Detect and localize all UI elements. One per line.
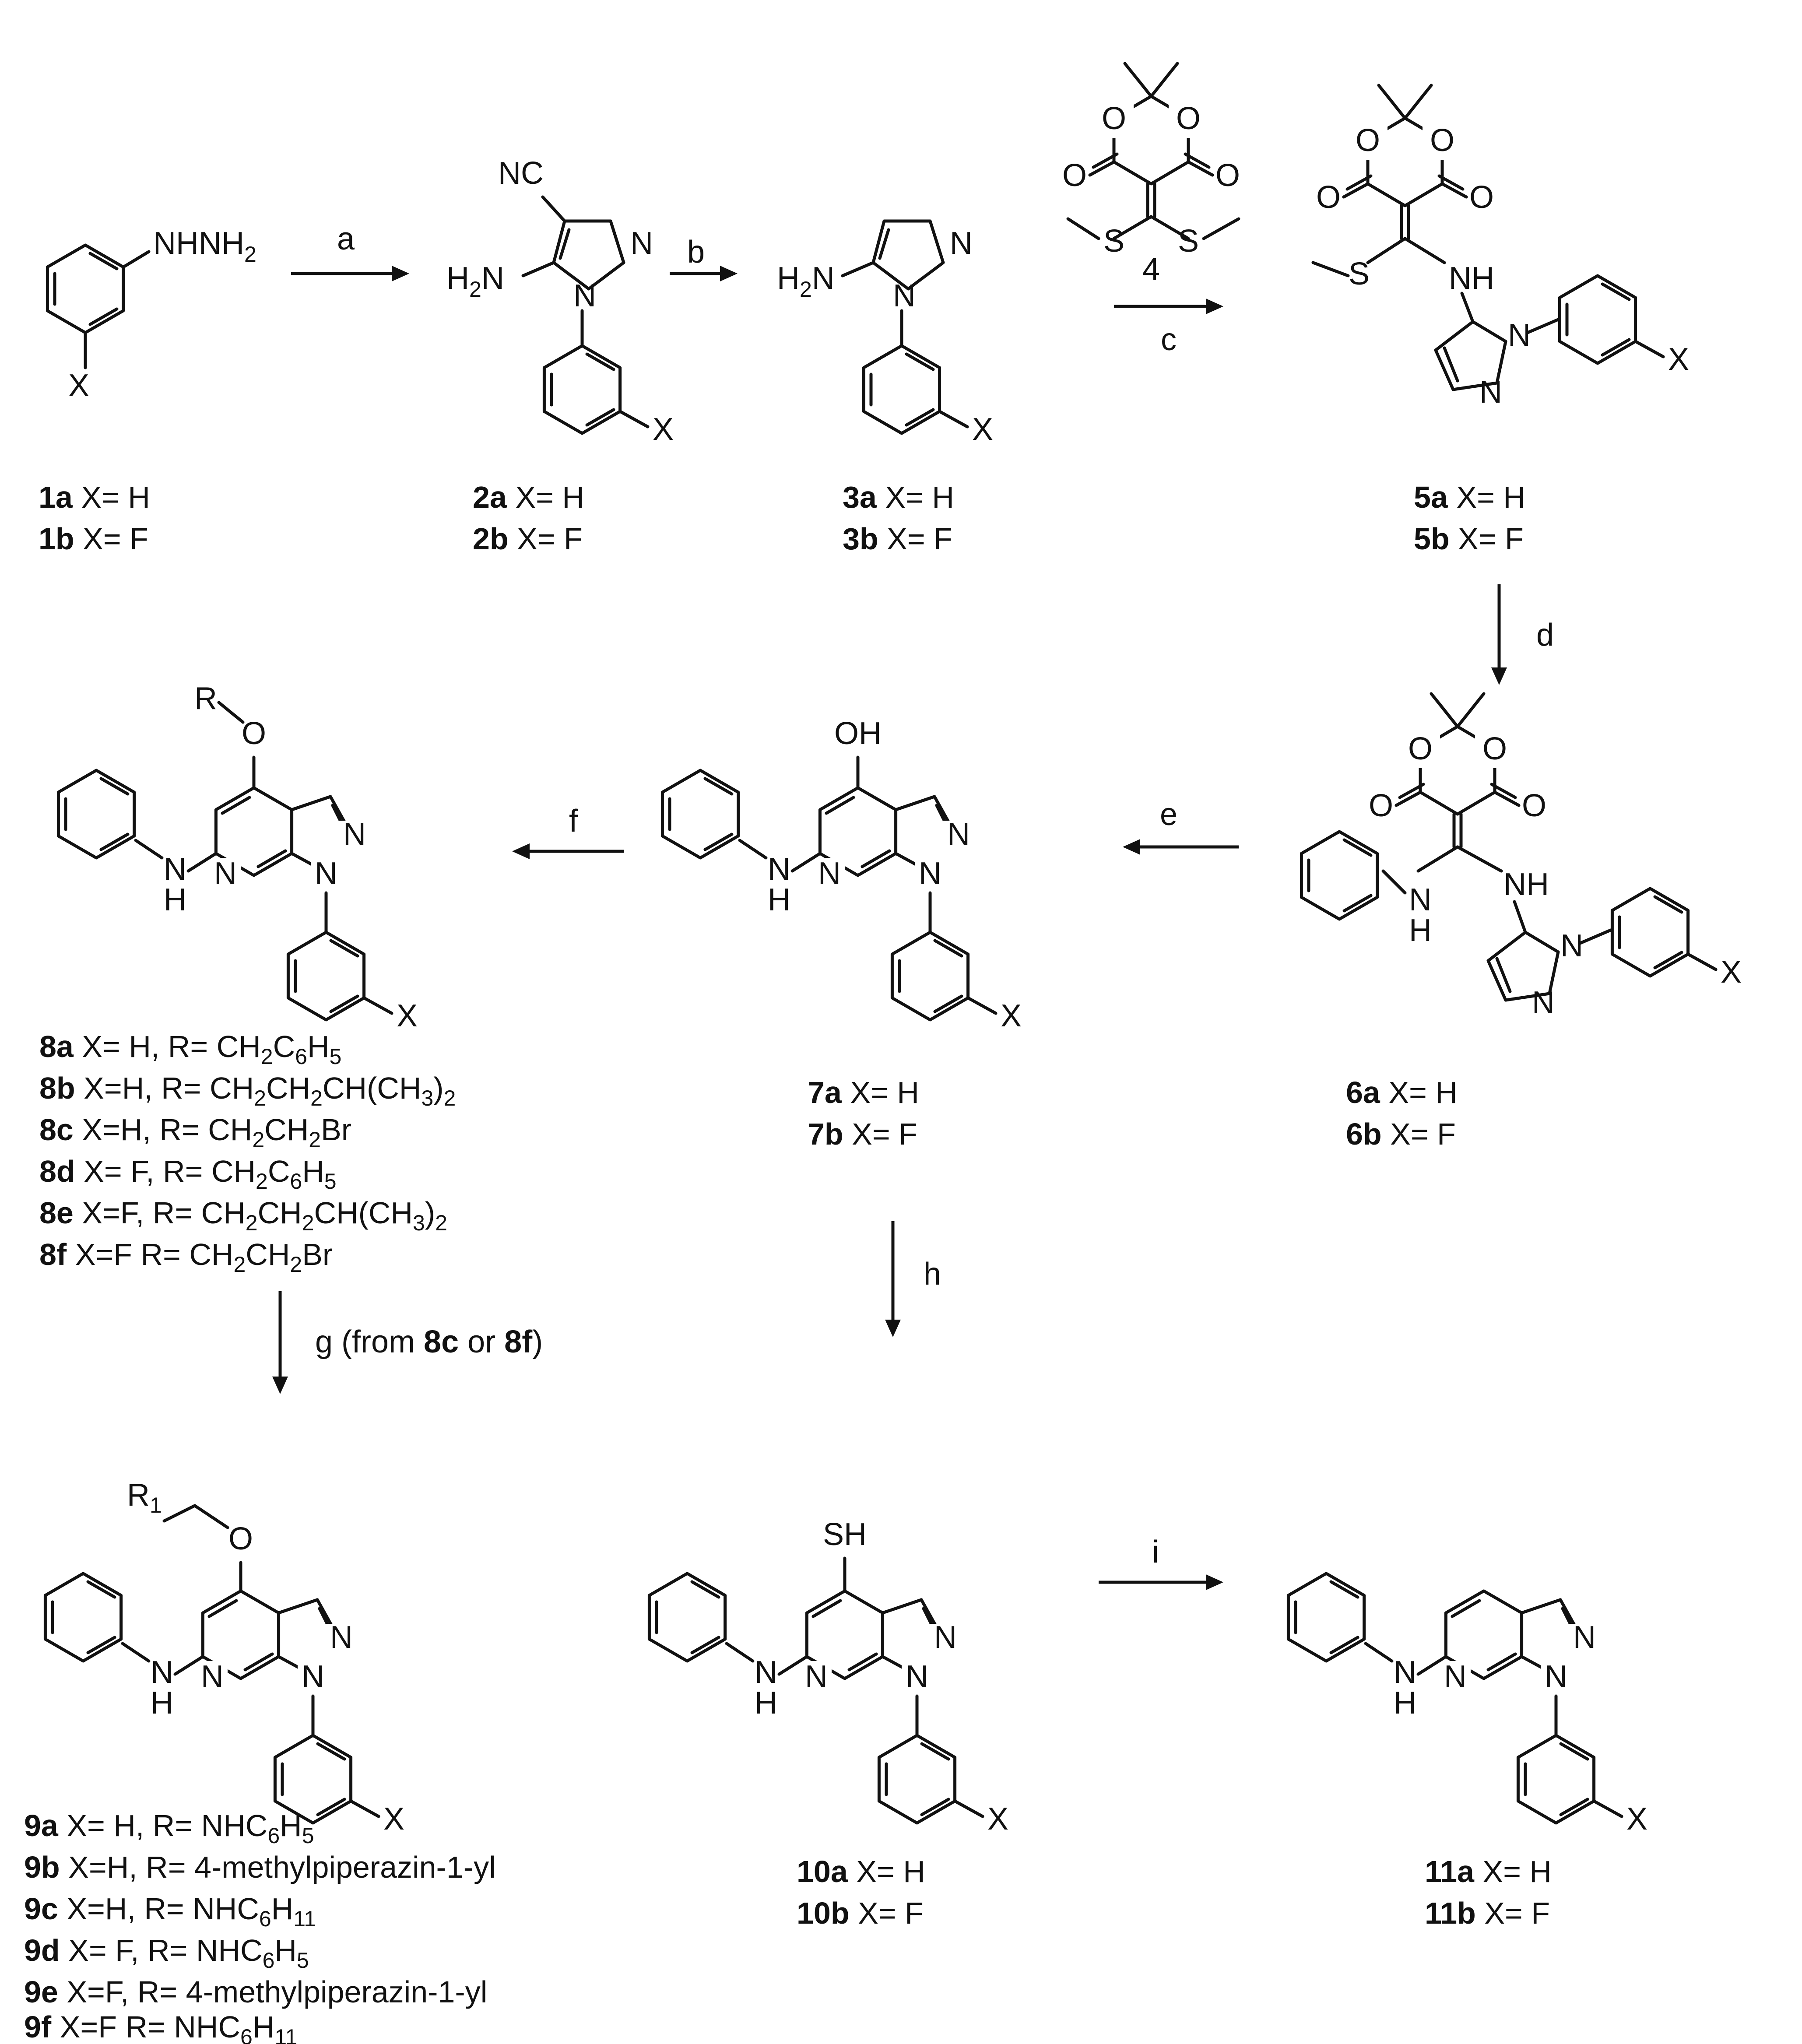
reagent-label-d: d: [1536, 618, 1554, 653]
nitrile-label: NC: [498, 156, 544, 191]
ether-oxygen: O: [242, 716, 266, 751]
reagent-label-c: c: [1161, 322, 1177, 357]
amine-label: H2N: [777, 261, 835, 302]
arrow-h: h: [885, 1221, 941, 1337]
arrow-i: i: [1099, 1535, 1223, 1590]
caption-9c: 9c X=H, R= NHC6H11: [24, 1892, 316, 1931]
compound-5: S NH N N: [1311, 85, 1689, 410]
caption-7a: 7a X= H: [808, 1075, 919, 1110]
sulfur-left: S: [1103, 224, 1124, 259]
compound-7: OH: [662, 716, 1022, 1033]
caption-2b: 2b X= F: [473, 522, 583, 556]
sulfur: S: [1349, 256, 1370, 291]
reagent-label-g: g (from 8c or 8f): [315, 1324, 543, 1359]
caption-9e: 9e X=F, R= 4-methylpiperazin-1-yl: [24, 1975, 487, 2009]
caption-3b: 3b X= F: [843, 522, 952, 556]
compound-3: N N H2N: [777, 219, 993, 447]
reagent-label-i: i: [1152, 1535, 1159, 1570]
compound-1: NHNH2 X: [47, 226, 256, 403]
pyrazole-n1: N: [1560, 928, 1583, 963]
reagent-4-dione: S S 4: [1062, 63, 1240, 287]
caption-7b: 7b X= F: [808, 1117, 917, 1151]
pyrazole-n2: N: [950, 226, 973, 261]
caption-6b: 6b X= F: [1346, 1117, 1456, 1151]
caption-8e: 8e X=F, R= CH2CH2CH(CH3)2: [39, 1196, 447, 1235]
pyrazole-n1: N: [893, 278, 916, 313]
reagent-label-e: e: [1160, 797, 1177, 832]
arrow-g: g (from 8c or 8f): [272, 1291, 543, 1394]
caption-3a: 3a X= H: [843, 480, 954, 514]
caption-6a: 6a X= H: [1346, 1075, 1458, 1110]
caption-9a: 9a X= H, R= NHC6H5: [24, 1809, 314, 1848]
reagent-label-a: a: [337, 221, 355, 256]
arrow-f: f: [512, 804, 624, 859]
pyrazole-n2: N: [1532, 985, 1555, 1020]
amine-nh: NH: [1503, 867, 1549, 902]
caption-5b: 5b X= F: [1414, 522, 1524, 556]
amine-nh: NH: [1449, 261, 1494, 296]
pyrazole-n2: N: [630, 226, 653, 261]
compound-8: O R: [58, 681, 418, 1033]
caption-9f: 9f X=F R= NHC6H11: [24, 2010, 297, 2044]
caption-5a: 5a X= H: [1414, 480, 1525, 514]
arrow-e: e: [1123, 797, 1239, 855]
arrow-b: b: [670, 235, 738, 281]
pyrazole-n2: N: [1479, 375, 1502, 410]
r1-group: R1: [127, 1478, 162, 1517]
caption-1a: 1a X= H: [39, 480, 150, 514]
compound-9: O R1: [45, 1478, 404, 1837]
arrow-a: a: [291, 221, 409, 281]
anilino-n: N: [1409, 882, 1432, 917]
caption-8f: 8f X=F R= CH2CH2Br: [39, 1237, 333, 1277]
substituent-x: X: [68, 368, 89, 403]
caption-11b: 11b X= F: [1425, 1896, 1550, 1930]
hydrazine-label: NHNH2: [153, 226, 256, 267]
anilino-h: H: [1409, 913, 1432, 948]
caption-10b: 10b X= F: [797, 1896, 924, 1930]
caption-10a: 10a X= H: [797, 1854, 925, 1889]
compound-6: N H NH N N: [1301, 694, 1742, 1020]
arrow-d: d: [1491, 584, 1554, 685]
compound-10: SH: [649, 1517, 1008, 1837]
pyrazole-n1: N: [1508, 318, 1531, 353]
arrow-c: c: [1114, 299, 1223, 357]
thiol: SH: [823, 1517, 867, 1552]
caption-8d: 8d X= F, R= CH2C6H5: [39, 1154, 337, 1194]
caption-9b: 9b X=H, R= 4-methylpiperazin-1-yl: [24, 1850, 496, 1884]
caption-9d: 9d X= F, R= NHC6H5: [24, 1933, 309, 1973]
caption-8c: 8c X=H, R= CH2CH2Br: [39, 1113, 351, 1152]
caption-1b: 1b X= F: [39, 522, 148, 556]
caption-11a: 11a X= H: [1425, 1854, 1552, 1889]
caption-8a: 8a X= H, R= CH2C6H5: [39, 1029, 341, 1069]
hydroxyl: OH: [834, 716, 882, 751]
caption-8b: 8b X=H, R= CH2CH2CH(CH3)2: [39, 1071, 456, 1110]
r-group: R: [194, 681, 217, 716]
amine-label: H2N: [446, 261, 504, 302]
reagent-label-b: b: [687, 235, 705, 270]
reagent-label-h: h: [924, 1257, 941, 1292]
reagent-number-4: 4: [1142, 252, 1160, 287]
compound-2: NC N N H2N: [446, 156, 674, 447]
sulfur-right: S: [1178, 224, 1199, 259]
compound-11: [1288, 1573, 1647, 1837]
pyrazole-n1: N: [573, 278, 596, 313]
ether-oxygen: O: [228, 1521, 253, 1556]
caption-2a: 2a X= H: [473, 480, 584, 514]
reagent-label-f: f: [569, 804, 578, 839]
